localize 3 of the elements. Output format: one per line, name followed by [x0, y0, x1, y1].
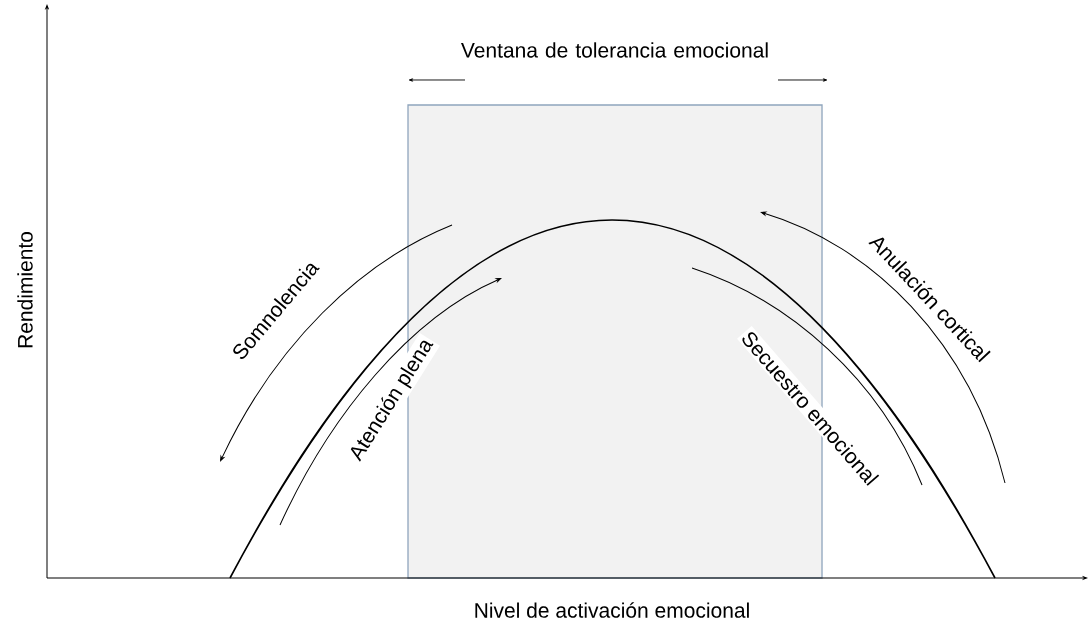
axis-label: Nivel de activación emocional	[475, 602, 749, 618]
axis-label: Rendimiento	[17, 231, 33, 348]
node-label: Ventana de tolerancia emocional	[461, 42, 768, 58]
